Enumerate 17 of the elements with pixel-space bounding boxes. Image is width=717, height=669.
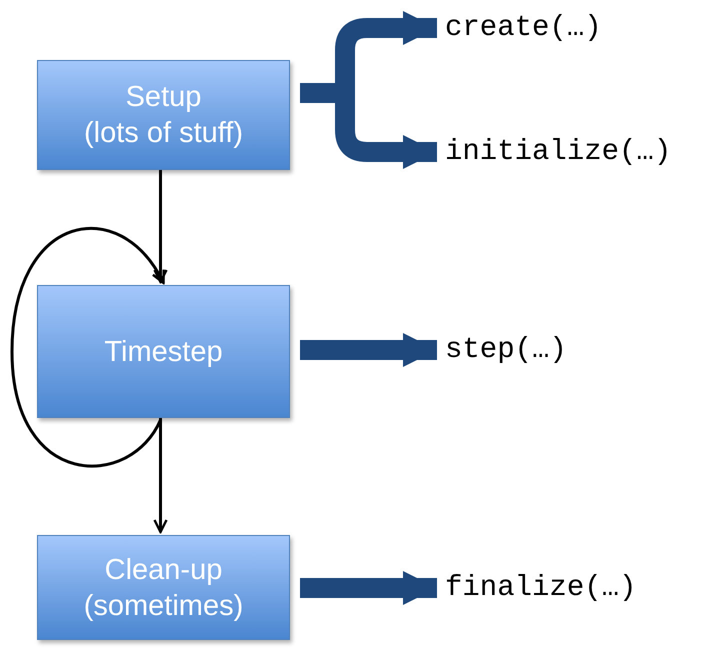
- block-arrow: [300, 571, 437, 605]
- arrow: [153, 170, 168, 284]
- arrow: [10, 227, 165, 468]
- box-text: (sometimes): [84, 588, 244, 624]
- box-text: (lots of stuff): [84, 116, 244, 151]
- box-text: Timestep: [104, 334, 223, 370]
- function-call-label: step(…): [445, 330, 567, 370]
- process-box: [37, 535, 290, 640]
- block-arrow: [300, 333, 437, 367]
- function-call-label: create(…): [445, 8, 602, 48]
- arrow: [153, 418, 168, 534]
- process-box: [37, 60, 290, 170]
- box-text: Setup: [126, 80, 202, 115]
- box-text: Clean-up: [104, 552, 222, 588]
- function-call-label: finalize(…): [445, 568, 636, 608]
- process-box: [37, 285, 290, 418]
- function-call-label: initialize(…): [445, 132, 672, 172]
